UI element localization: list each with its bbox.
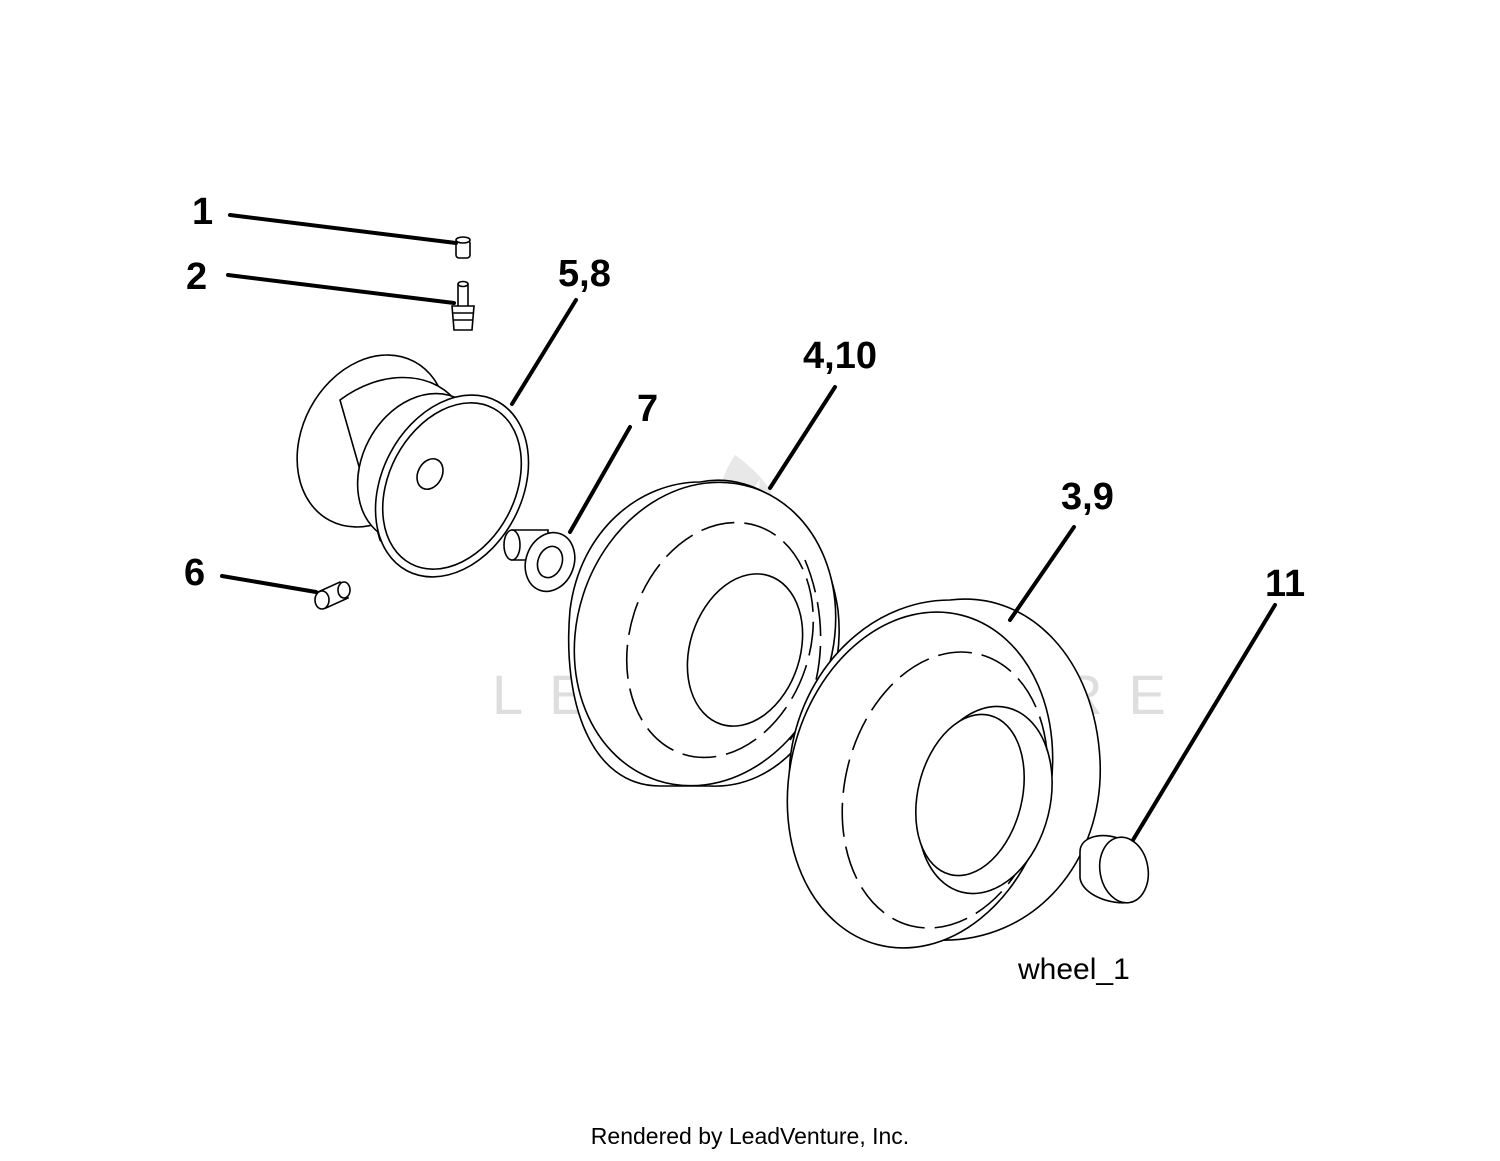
callout-2: 2 bbox=[186, 256, 207, 298]
callout-1: 1 bbox=[192, 191, 213, 233]
wheel-rim[interactable] bbox=[268, 329, 559, 604]
part-7-bushing[interactable] bbox=[503, 526, 583, 599]
callout-6: 6 bbox=[184, 552, 205, 594]
part-6-screw[interactable] bbox=[314, 580, 351, 610]
tire-4-10[interactable] bbox=[536, 448, 875, 820]
footer-credit: Rendered by LeadVenture, Inc. bbox=[591, 1123, 909, 1149]
callout-7: 7 bbox=[637, 388, 658, 430]
part-1-valve-cap[interactable] bbox=[455, 236, 471, 259]
callout-5-8: 5,8 bbox=[558, 253, 611, 295]
tire-3-9[interactable] bbox=[753, 584, 1101, 977]
callout-3-9: 3,9 bbox=[1061, 476, 1114, 518]
part-11-hub-cap[interactable] bbox=[1079, 833, 1153, 906]
leader-lines bbox=[220, 213, 1277, 842]
part-2-valve-stem[interactable] bbox=[451, 280, 475, 331]
figure-label: wheel_1 bbox=[1017, 953, 1130, 986]
callout-11: 11 bbox=[1265, 563, 1305, 605]
callout-4-10: 4,10 bbox=[803, 335, 877, 377]
